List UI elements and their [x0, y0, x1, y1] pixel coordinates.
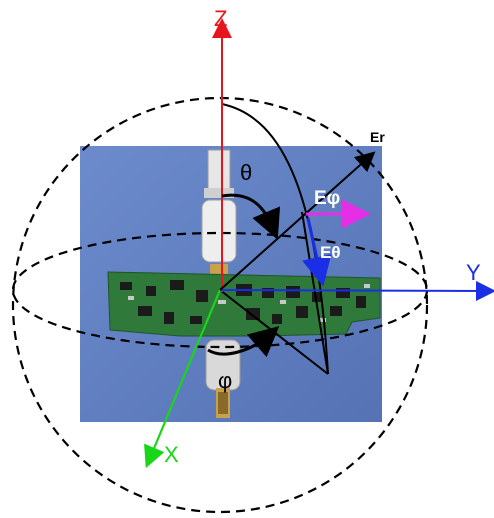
phi-angle-arc	[207, 326, 280, 358]
y-axis-label: Y	[466, 260, 481, 285]
x-axis	[144, 289, 222, 469]
theta-angle-arc	[221, 193, 281, 240]
phi-label: φ	[218, 368, 232, 393]
etheta-vector	[302, 217, 332, 287]
z-axis-label: Z	[214, 6, 227, 31]
etheta-label: Eθ	[320, 243, 341, 262]
theta-label: θ	[240, 160, 252, 185]
y-axis	[219, 280, 494, 301]
pcb-board	[107, 271, 381, 337]
ephi-label: Eφ	[314, 188, 340, 209]
er-vector	[219, 151, 376, 291]
x-axis-label: X	[164, 442, 179, 467]
er-label: Er	[370, 129, 385, 145]
coax-connector-top	[201, 149, 237, 276]
meridian-arc	[221, 103, 329, 375]
